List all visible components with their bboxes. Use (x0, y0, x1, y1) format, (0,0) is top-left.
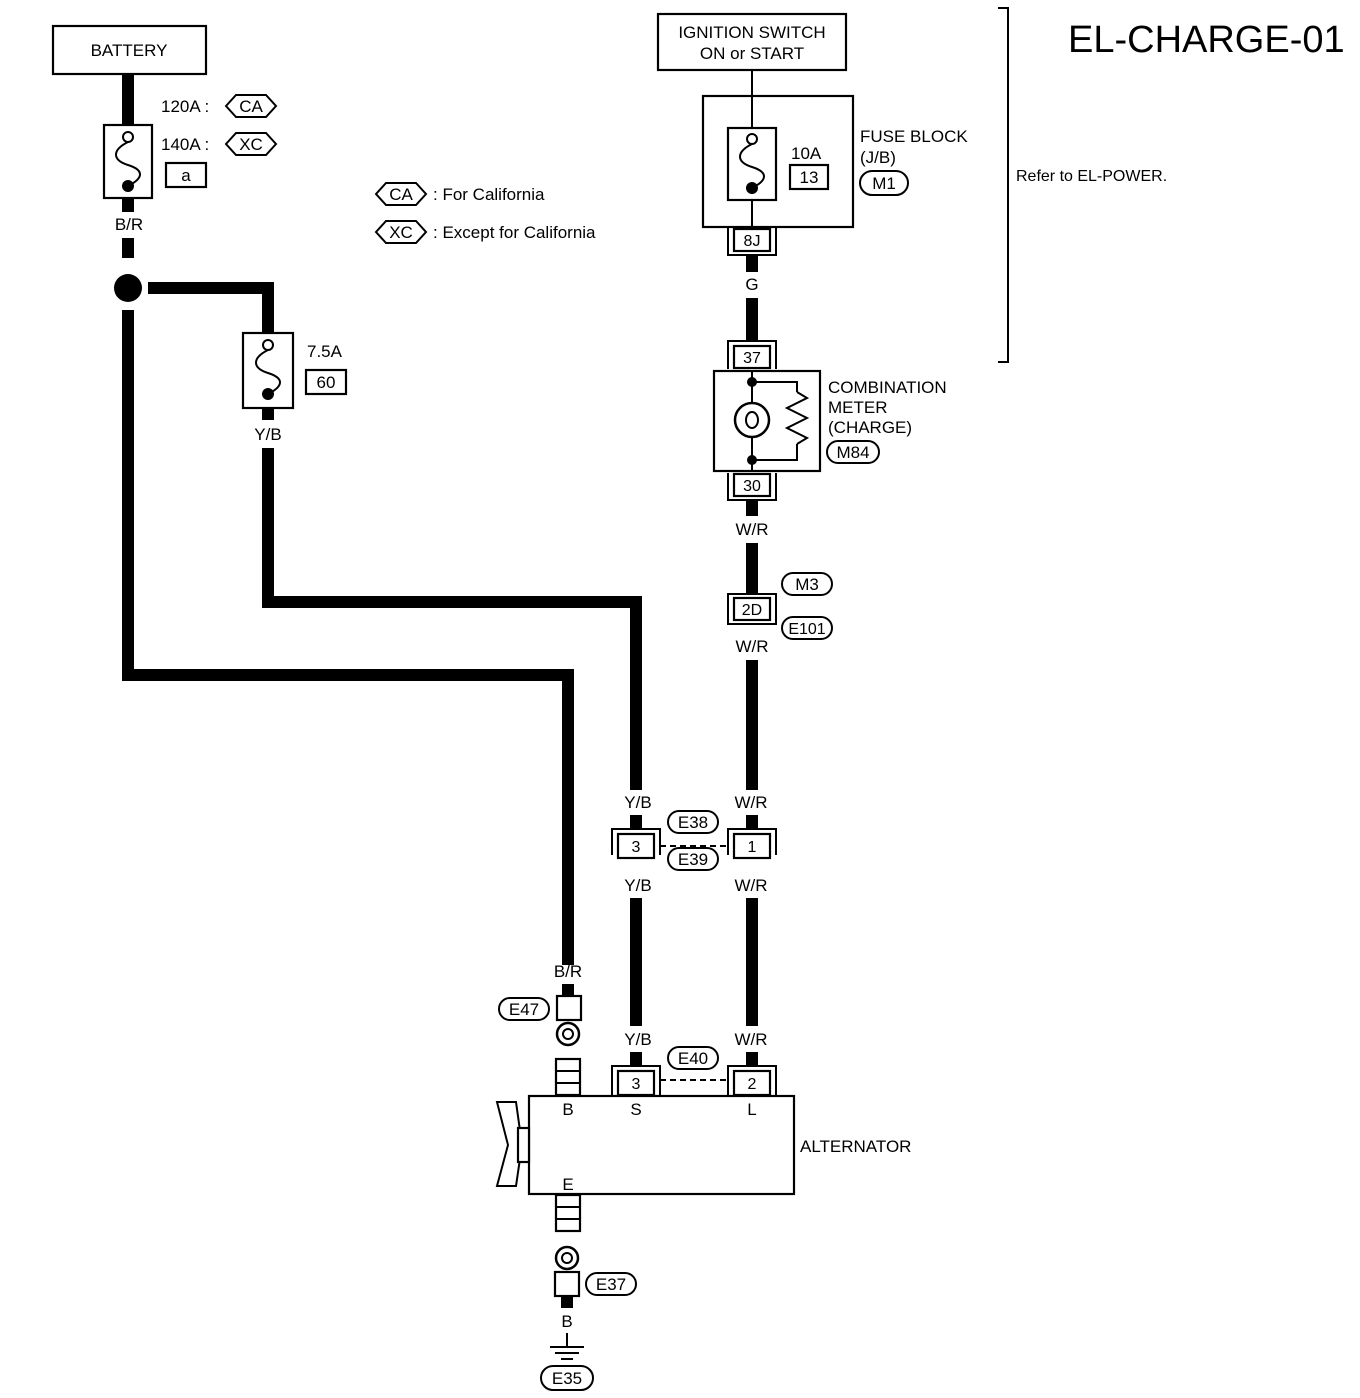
svg-text:8J: 8J (744, 233, 761, 250)
badge-ca-top: CA (224, 94, 278, 118)
connector-e35: E35 (552, 1369, 582, 1388)
svg-text:30: 30 (743, 478, 761, 495)
wire-splice-to-fuse60 (148, 282, 274, 333)
wire-label-wr-2d: W/R (735, 637, 768, 656)
fuse-60-rating: 7.5A (307, 342, 343, 361)
connector-e47: E47 (509, 1000, 539, 1019)
fusible-link: 120A : 140A : a (102, 97, 209, 200)
connector-e37: E37 (596, 1275, 626, 1294)
svg-text:XC: XC (239, 135, 263, 154)
wire-br-to-alternator (122, 669, 574, 965)
ignition-line2: ON or START (700, 44, 804, 63)
connector-e38: E38 (678, 813, 708, 832)
wire-label-wr-e38-top: W/R (734, 793, 767, 812)
wire-label-br-e47: B/R (554, 962, 582, 981)
wire-label-br-top: B/R (115, 215, 143, 234)
fuse-60: 7.5A 60 (241, 331, 348, 410)
e37-terminal (553, 1270, 581, 1298)
legend-xc-text: : Except for California (433, 223, 596, 242)
battery-label: BATTERY (91, 41, 168, 60)
alternator-label: ALTERNATOR (800, 1137, 911, 1156)
connector-2d: 2D M3 E101 (727, 572, 833, 640)
combination-meter: COMBINATION METER (CHARGE) M84 (712, 369, 947, 473)
connector-e40-3: 3 (611, 1065, 661, 1097)
e39-badge (667, 847, 719, 871)
alternator-term-e: E (562, 1175, 573, 1194)
fuse-block: 10A 13 FUSE BLOCK (J/B) M1 (701, 94, 968, 229)
wire-label-wr-e38-bot: W/R (734, 876, 767, 895)
fuse-13-rating: 10A (791, 144, 822, 163)
svg-text:3: 3 (632, 1076, 641, 1093)
terminal-30: 30 (727, 472, 777, 501)
alternator: B S L E ALTERNATOR (495, 1094, 911, 1196)
alternator-term-l: L (747, 1100, 756, 1119)
legend-ca-code: CA (389, 185, 413, 204)
badge-xc-top: XC (224, 132, 278, 156)
alternator-term-b: B (562, 1100, 573, 1119)
connector-e39: E39 (678, 850, 708, 869)
svg-text:37: 37 (743, 350, 761, 367)
meter-label-3: (CHARGE) (828, 418, 912, 437)
legend-xc-code: XC (389, 223, 413, 242)
diagram-title: EL-CHARGE-01 (1068, 19, 1345, 61)
connector-e38-1: 1 (727, 828, 777, 860)
alternator-b-stud (554, 1057, 582, 1097)
wire-label-yb-e40: Y/B (624, 1030, 651, 1049)
ignition-line1: IGNITION SWITCH (678, 23, 825, 42)
meter-label-2: METER (828, 398, 888, 417)
connector-e40: E40 (678, 1049, 708, 1068)
fuse-60-number: 60 (317, 373, 336, 392)
connector-e38-3: 3 (611, 828, 661, 860)
e47-terminal (555, 994, 583, 1022)
svg-text:3: 3 (632, 839, 641, 856)
battery: BATTERY (51, 24, 208, 76)
wire-label-g: G (745, 275, 758, 294)
svg-text:2: 2 (748, 1076, 757, 1093)
fuse-13-number: 13 (800, 168, 819, 187)
wire-yb-to-e38 (262, 448, 642, 790)
fuse-block-sublabel: (J/B) (860, 148, 896, 167)
ignition-switch: IGNITION SWITCH ON or START (656, 12, 848, 72)
wire-label-b-ground: B (561, 1312, 572, 1331)
wire-label-yb-e38-top: Y/B (624, 793, 651, 812)
legend: CA : For California XC : Except for Cali… (374, 182, 596, 244)
svg-text:2D: 2D (742, 602, 762, 619)
connector-m84: M84 (836, 443, 869, 462)
wire-label-yb-fuse: Y/B (254, 425, 281, 444)
fuse-block-label: FUSE BLOCK (860, 127, 968, 146)
bracket (998, 7, 1009, 363)
connector-m1: M1 (872, 174, 896, 193)
fusible-link-rating-ca: 120A : (161, 97, 209, 116)
svg-text:1: 1 (748, 839, 757, 856)
connector-m3: M3 (795, 575, 819, 594)
fusible-link-id: a (181, 166, 191, 185)
alternator-term-s: S (630, 1100, 641, 1119)
terminal-8j: 8J (727, 227, 777, 256)
svg-text:CA: CA (239, 97, 263, 116)
wire-label-yb-e38-bot: Y/B (624, 876, 651, 895)
fusible-link-rating-xc: 140A : (161, 135, 209, 154)
ground-icon (550, 1346, 584, 1360)
connector-e101: E101 (788, 621, 825, 638)
e40-badge (667, 1046, 719, 1070)
terminal-37: 37 (727, 340, 777, 370)
legend-ca-text: : For California (433, 185, 545, 204)
wire-label-wr-e40: W/R (734, 1030, 767, 1049)
e38-badge (667, 810, 719, 834)
meter-label: COMBINATION (828, 378, 947, 397)
wire-label-wr-meter: W/R (735, 520, 768, 539)
refer-note: Refer to EL-POWER. (1016, 168, 1167, 185)
connector-e40-2: 2 (727, 1065, 777, 1097)
splice-point (114, 274, 142, 302)
alternator-e-stud (554, 1193, 582, 1233)
